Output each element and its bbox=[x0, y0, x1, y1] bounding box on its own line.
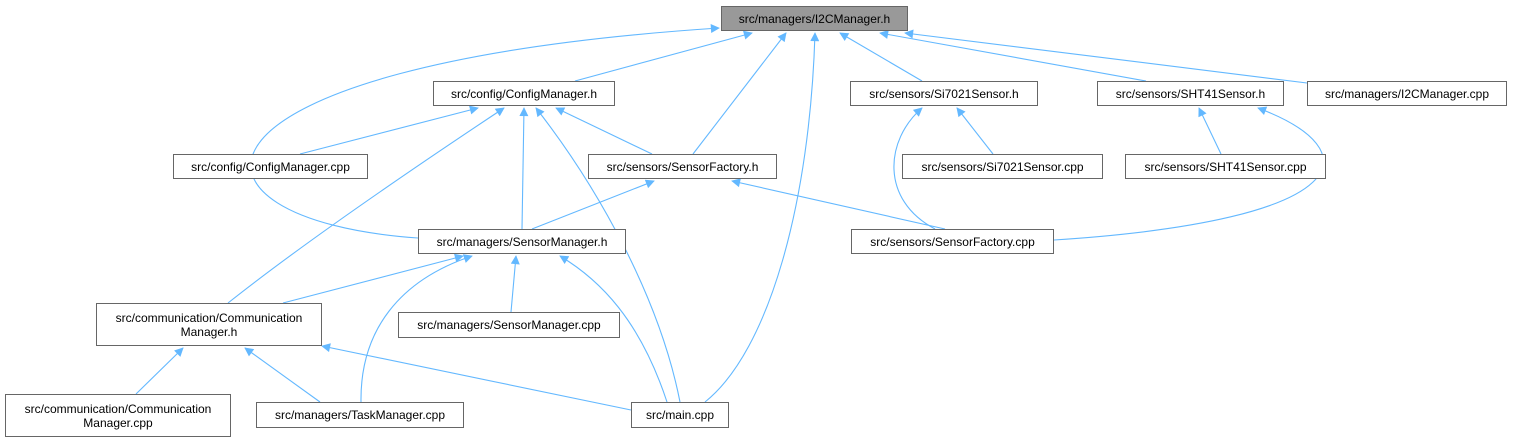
edge-sht41_cpp-to-sht41_h bbox=[1198, 107, 1222, 155]
node-label: src/sensors/SensorFactory.cpp bbox=[870, 234, 1035, 249]
node-sensorfactory-cpp[interactable]: src/sensors/SensorFactory.cpp bbox=[851, 229, 1054, 254]
node-label: src/config/ConfigManager.cpp bbox=[191, 159, 350, 174]
edge-sensormgr_h-to-i2cmgr_h bbox=[250, 24, 720, 239]
edge-configmgr_cpp-to-configmgr_h bbox=[299, 105, 479, 155]
node-label: src/sensors/SensorFactory.h bbox=[606, 159, 759, 174]
node-i2cmgr-cpp[interactable]: src/managers/I2CManager.cpp bbox=[1307, 81, 1507, 106]
edge-configmgr_h-to-i2cmgr_h bbox=[574, 30, 753, 82]
node-configmgr-cpp[interactable]: src/config/ConfigManager.cpp bbox=[173, 154, 368, 179]
node-label: src/managers/I2CManager.cpp bbox=[1324, 86, 1490, 101]
edge-commmgr_h-to-sensormgr_h bbox=[282, 253, 464, 304]
edge-sensorfactory_cpp-to-si7021_h bbox=[893, 107, 936, 230]
node-configmgr-h[interactable]: src/config/ConfigManager.h bbox=[433, 81, 615, 106]
edge-sensorfactory_h-to-i2cmgr_h bbox=[692, 32, 787, 155]
edge-main_cpp-to-commmgr_h bbox=[321, 343, 632, 411]
node-label: src/sensors/SHT41Sensor.h bbox=[1115, 86, 1266, 101]
edge-sensorfactory_cpp-to-sensorfactory_h bbox=[731, 178, 946, 230]
node-label: Manager.h bbox=[180, 324, 238, 339]
edge-main_cpp-to-sensormgr_h bbox=[559, 255, 668, 403]
node-i2cmgr-h[interactable]: src/managers/I2CManager.h bbox=[721, 6, 908, 31]
node-sensorfactory-h[interactable]: src/sensors/SensorFactory.h bbox=[588, 154, 777, 179]
node-sensormgr-h[interactable]: src/managers/SensorManager.h bbox=[418, 229, 626, 254]
node-label: src/managers/TaskManager.cpp bbox=[274, 408, 446, 422]
edge-sensorfactory_cpp-to-sht41_h bbox=[1053, 106, 1324, 241]
node-label: src/config/ConfigManager.h bbox=[450, 86, 598, 101]
node-label: src/sensors/SHT41Sensor.cpp bbox=[1144, 159, 1307, 174]
edge-taskmgr_cpp-to-sensormgr_h bbox=[360, 254, 473, 403]
node-sht41-h[interactable]: src/sensors/SHT41Sensor.h bbox=[1097, 81, 1284, 106]
node-si7021-cpp[interactable]: src/sensors/Si7021Sensor.cpp bbox=[902, 154, 1103, 179]
node-main-cpp[interactable]: src/main.cpp bbox=[631, 402, 729, 428]
edge-main_cpp-to-configmgr_h bbox=[535, 107, 681, 403]
node-sht41-cpp[interactable]: src/sensors/SHT41Sensor.cpp bbox=[1125, 154, 1326, 179]
node-label: src/sensors/Si7021Sensor.h bbox=[869, 86, 1019, 101]
node-label: src/managers/SensorManager.h bbox=[436, 234, 608, 249]
edge-commmgr_h-to-configmgr_h bbox=[227, 107, 505, 304]
edge-sensormgr_h-to-configmgr_h bbox=[519, 107, 529, 230]
node-sensormgr-cpp[interactable]: src/managers/SensorManager.cpp bbox=[398, 312, 620, 338]
node-label: src/managers/SensorManager.cpp bbox=[417, 318, 601, 332]
node-taskmgr-cpp[interactable]: src/managers/TaskManager.cpp bbox=[256, 402, 464, 428]
edge-si7021_cpp-to-si7021_h bbox=[956, 107, 994, 155]
node-si7021-h[interactable]: src/sensors/Si7021Sensor.h bbox=[850, 81, 1038, 106]
edge-sht41_h-to-i2cmgr_h bbox=[879, 30, 1147, 82]
node-label: src/main.cpp bbox=[645, 408, 715, 422]
edge-sensormgr_cpp-to-sensormgr_h bbox=[510, 255, 520, 313]
edge-si7021_h-to-i2cmgr_h bbox=[839, 32, 923, 82]
edge-sensorfactory_h-to-configmgr_h bbox=[555, 107, 653, 155]
edge-commmgr_cpp-to-commmgr_h bbox=[135, 347, 184, 395]
edge-main_cpp-to-i2cmgr_h bbox=[704, 32, 820, 403]
node-label: src/sensors/Si7021Sensor.cpp bbox=[921, 159, 1084, 174]
node-label: src/managers/I2CManager.h bbox=[738, 11, 891, 26]
edge-i2cmgr_cpp-to-i2cmgr_h bbox=[904, 29, 1308, 84]
node-label: src/communication/Communication bbox=[24, 401, 212, 416]
node-label: src/communication/Communication bbox=[115, 310, 303, 325]
node-label: Manager.cpp bbox=[83, 415, 153, 430]
edge-taskmgr_cpp-to-commmgr_h bbox=[244, 347, 321, 403]
edge-sensormgr_h-to-sensorfactory_h bbox=[531, 179, 655, 230]
